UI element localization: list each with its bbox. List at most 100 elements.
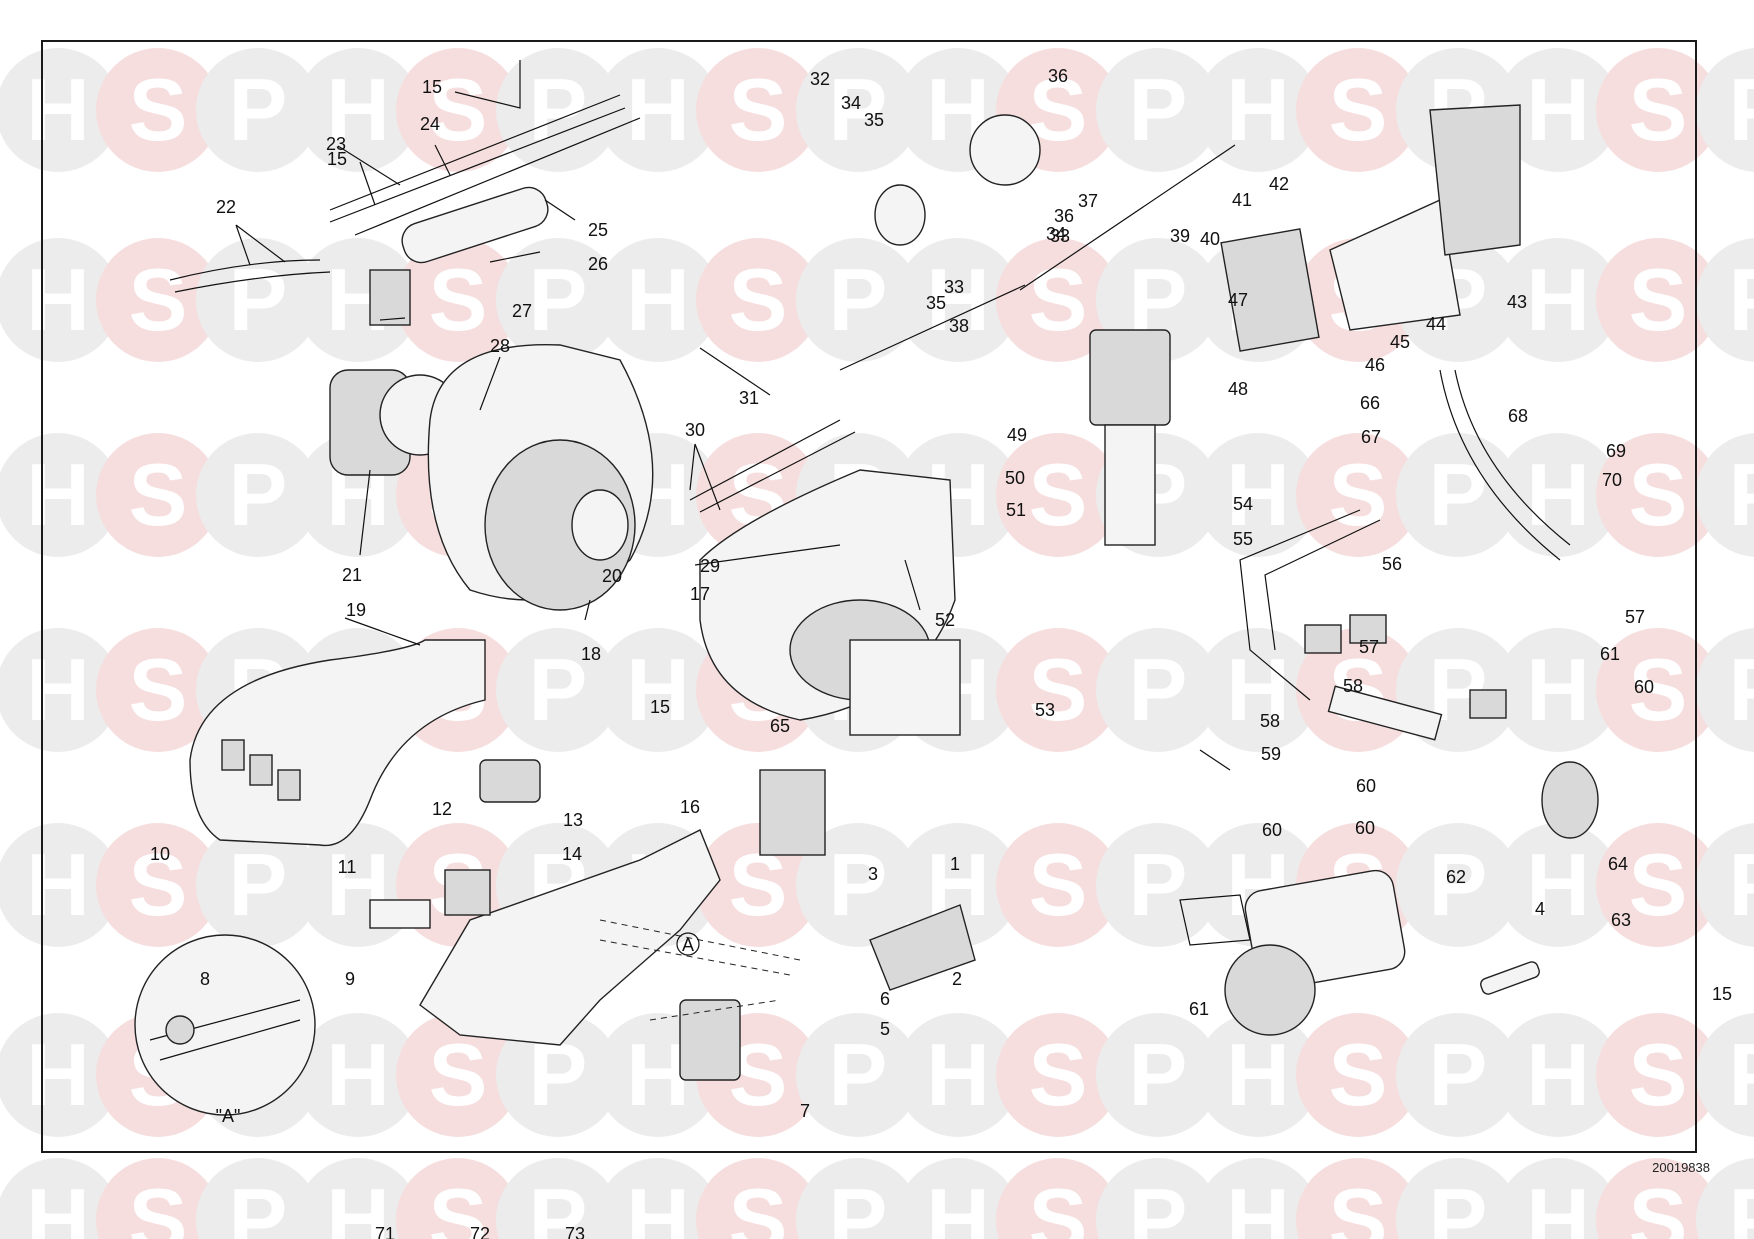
watermark-letter: H — [926, 1170, 990, 1239]
watermark-letter: H — [26, 835, 90, 934]
watermark-circle — [296, 48, 420, 172]
watermark-circle — [1596, 238, 1720, 362]
watermark-letter: P — [1729, 640, 1754, 739]
watermark-letter: S — [129, 1170, 188, 1239]
watermark-circle — [496, 1013, 620, 1137]
watermark-circle — [1496, 433, 1620, 557]
watermark-circle — [996, 1158, 1120, 1239]
callout-number: 69 — [1606, 441, 1626, 461]
callout-number: 38 — [949, 316, 969, 336]
watermark-letter: S — [1629, 1170, 1688, 1239]
valve-block-shape — [1327, 685, 1443, 741]
fan-impeller-shape — [484, 439, 636, 611]
motor-gasket-shape — [1179, 894, 1251, 946]
coupling-shape — [1480, 961, 1540, 995]
detail-a-circle — [134, 934, 316, 1116]
callout-number: 60 — [1262, 820, 1282, 840]
watermark-letter: H — [626, 1025, 690, 1124]
watermark-circle — [796, 238, 920, 362]
callout-number: 60 — [1355, 818, 1375, 838]
watermark-circle — [996, 1013, 1120, 1137]
watermark-letter: H — [26, 250, 90, 349]
callout-number: 35 — [864, 110, 884, 130]
watermark-circle — [196, 433, 320, 557]
watermark-circle — [96, 433, 220, 557]
callout-number: 35 — [926, 293, 946, 313]
watermark-circle — [396, 1013, 520, 1137]
watermark-letter: S — [1029, 1025, 1088, 1124]
watermark-letter: H — [926, 250, 990, 349]
callout-number: 30 — [685, 420, 705, 440]
watermark-letter: S — [1629, 60, 1688, 159]
watermark-letter: S — [1629, 640, 1688, 739]
pump-motor-fan-shape — [1224, 944, 1316, 1036]
watermark-circle — [1496, 1158, 1620, 1239]
watermark-circle — [1696, 823, 1754, 947]
watermark-circle — [296, 1158, 420, 1239]
watermark-letter: S — [1629, 250, 1688, 349]
cover-window-2-shape — [249, 754, 273, 786]
callout-number: 44 — [1426, 314, 1446, 334]
electrode-bracket-shape — [369, 269, 411, 326]
watermark-circle — [1196, 1013, 1320, 1137]
watermark-circle — [996, 628, 1120, 752]
watermark-circle — [696, 238, 820, 362]
watermark-circle — [1496, 1013, 1620, 1137]
watermark-circle — [1696, 48, 1754, 172]
callout-number: 7 — [800, 1101, 810, 1121]
callout-number: 37 — [1078, 191, 1098, 211]
watermark-letter: P — [829, 60, 888, 159]
watermark-circle — [596, 48, 720, 172]
callout-number: 58 — [1260, 711, 1280, 731]
ignition-cable-shape — [169, 259, 331, 293]
watermark-letter: P — [1729, 1025, 1754, 1124]
callout-number: 22 — [216, 197, 236, 217]
watermark-letter: S — [129, 60, 188, 159]
watermark-letter: P — [1129, 640, 1188, 739]
watermark-circle — [1196, 628, 1320, 752]
watermark-circle — [1696, 1158, 1754, 1239]
watermark-circle — [796, 823, 920, 947]
solenoid-1-shape — [1304, 624, 1342, 654]
watermark-circle — [896, 238, 1020, 362]
watermark-circle — [996, 238, 1120, 362]
watermark-circle — [1296, 1158, 1420, 1239]
watermark-letter: P — [1429, 445, 1488, 544]
callout-number: 24 — [420, 114, 440, 134]
watermark-circle — [0, 238, 120, 362]
callout-number: 33 — [1050, 226, 1070, 246]
electrode-rods-shape — [329, 94, 641, 236]
callout-number: 29 — [700, 556, 720, 576]
control-module-shape — [444, 869, 491, 916]
watermark-letter: H — [26, 640, 90, 739]
watermark-letter: S — [429, 1170, 488, 1239]
watermark-circle — [96, 823, 220, 947]
watermark-letter: S — [129, 835, 188, 934]
watermark-circle — [1596, 433, 1720, 557]
callout-number: 9 — [345, 969, 355, 989]
callout-number: 72 — [470, 1224, 490, 1239]
watermark-letter: S — [429, 60, 488, 159]
watermark-letter: P — [229, 445, 288, 544]
watermark-circle — [396, 48, 520, 172]
watermark-circle — [1096, 628, 1220, 752]
watermark-circle — [0, 48, 120, 172]
watermark-circle — [96, 48, 220, 172]
watermark-letter: H — [1526, 640, 1590, 739]
watermark-circle — [196, 823, 320, 947]
blast-tube-shape — [1329, 198, 1461, 331]
watermark-circle — [0, 1013, 120, 1137]
callout-number: 43 — [1507, 292, 1527, 312]
watermark-circle — [196, 238, 320, 362]
callout-number: 50 — [1005, 468, 1025, 488]
assembly-dashed-lines — [599, 919, 801, 1021]
watermark-circle — [1596, 48, 1720, 172]
callout-number: 63 — [1611, 910, 1631, 930]
watermark-letter: H — [626, 640, 690, 739]
watermark-letter: S — [1029, 250, 1088, 349]
callout-number: 62 — [1446, 867, 1466, 887]
watermark-letter: P — [229, 1170, 288, 1239]
callout-number: 70 — [1602, 470, 1622, 490]
watermark-letter: H — [626, 250, 690, 349]
